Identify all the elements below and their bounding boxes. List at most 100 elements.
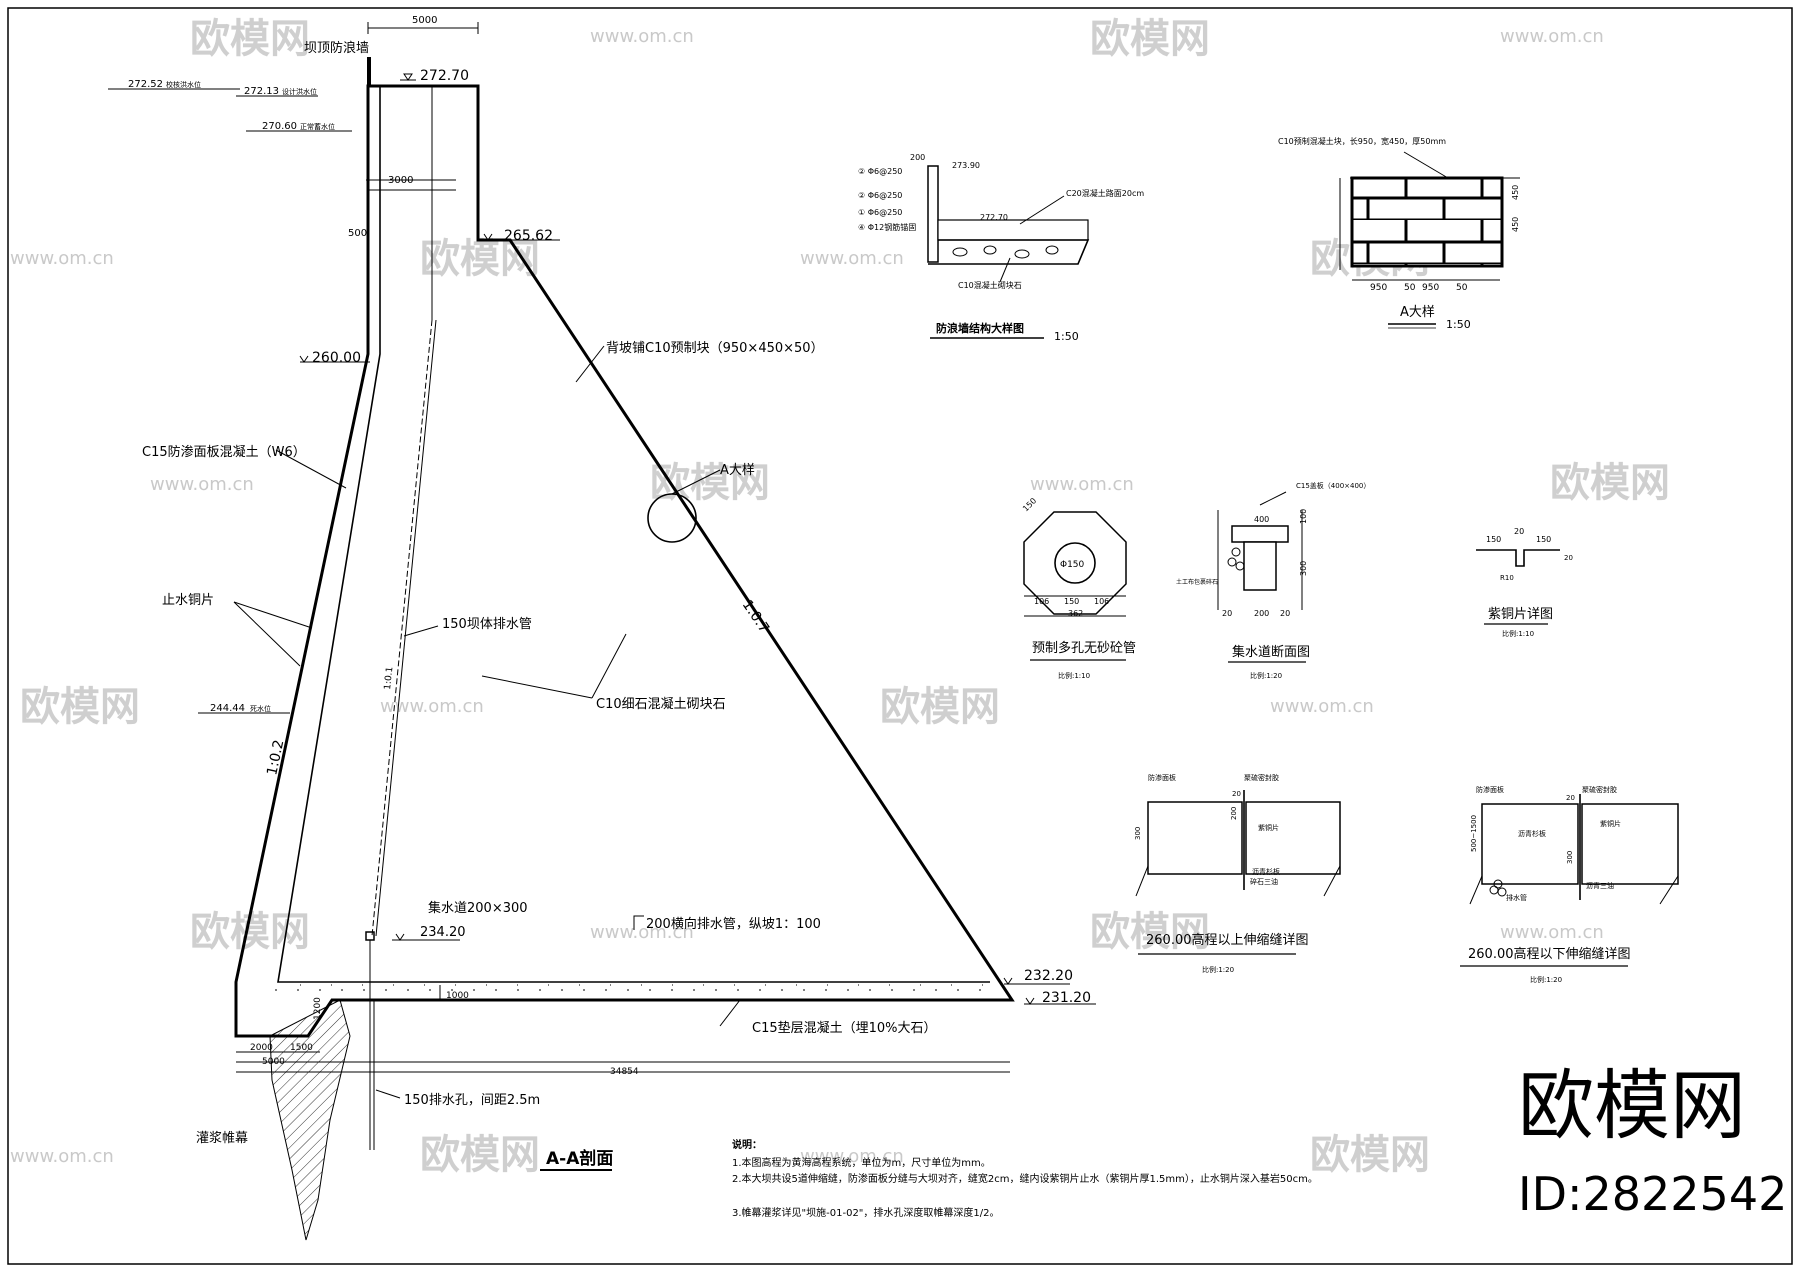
wl-value: 272.13 bbox=[244, 86, 279, 97]
da-side: 450 bbox=[1511, 217, 1520, 232]
ju-label: 聚硫密封胶 bbox=[1244, 773, 1279, 782]
dim-top-width: 5000 bbox=[412, 15, 437, 26]
watermark-url: www.om.cn bbox=[800, 1146, 904, 1167]
copper-label: 止水铜片 bbox=[162, 593, 214, 608]
slope-drain: 1:0.1 bbox=[383, 666, 395, 690]
watermark-text: 欧模网 bbox=[420, 236, 540, 282]
gal-side: 土工布包裹碎石 bbox=[1176, 578, 1218, 586]
note-line: 3.帷幕灌浆详见"坝施-01-02"，排水孔深度取帷幕深度1/2。 bbox=[732, 1206, 1000, 1219]
jl-label: 聚硫密封胶 bbox=[1582, 785, 1617, 794]
jl-label: 紫铜片 bbox=[1600, 819, 1621, 828]
watermark-url: www.om.cn bbox=[800, 248, 904, 269]
ww-c20: C20混凝土路面20cm bbox=[1066, 188, 1144, 198]
cu-dim: 20 bbox=[1564, 554, 1573, 562]
gallery-detail: C15盖板（400×400） 400 100 300 20 200 20 土工布… bbox=[1176, 481, 1370, 680]
watermark-url: www.om.cn bbox=[1500, 922, 1604, 943]
da-title: A大样 bbox=[1400, 305, 1435, 320]
watermark-layer: 欧模网 www.om.cn 欧模网 www.om.cn 欧模网 www.om.c… bbox=[10, 16, 1670, 1178]
gal-dim: 20 bbox=[1222, 609, 1232, 618]
pipe-dim: 106 bbox=[1094, 597, 1109, 606]
gal-top: C15盖板（400×400） bbox=[1296, 481, 1370, 490]
el-crest: 272.70 bbox=[420, 68, 469, 84]
slope-downstream: 1:0.7 bbox=[739, 597, 772, 636]
el-toe: 232.20 bbox=[1024, 968, 1073, 984]
watermark-url: www.om.cn bbox=[590, 26, 694, 47]
cu-scale: 比例:1:10 bbox=[1502, 629, 1534, 638]
joint-upper-detail: 防渗面板 聚硫密封胶 紫铜片 沥青杉板 碎石三油 20 300 200 260.… bbox=[1134, 773, 1341, 974]
watermark-url: www.om.cn bbox=[1270, 696, 1374, 717]
cu-dim: 150 bbox=[1486, 535, 1501, 544]
cu-dim: R10 bbox=[1500, 574, 1514, 582]
hdrain-label: 200横向排水管，纵坡1：100 bbox=[646, 916, 821, 932]
dim-34854: 34854 bbox=[610, 1067, 639, 1077]
wl-value: 272.52 bbox=[128, 79, 163, 90]
jl-title: 260.00高程以下伸缩缝详图 bbox=[1468, 946, 1631, 962]
ju-dim: 20 bbox=[1232, 790, 1241, 798]
ju-label: 碎石三油 bbox=[1250, 877, 1278, 886]
wl-label: 校核洪水位 bbox=[166, 80, 201, 89]
water-levels: 272.52 校核洪水位 272.13 设计洪水位 270.60 正常蓄水位 2… bbox=[108, 79, 352, 714]
ww-el-top: 273.90 bbox=[952, 161, 980, 170]
wl-label: 正常蓄水位 bbox=[300, 122, 335, 131]
pipe-dim: 150 bbox=[1021, 496, 1038, 513]
jl-dim: 20 bbox=[1566, 794, 1575, 802]
note-line: 2.本大坝共设5道伸缩缝，防渗面板分缝与大坝对齐，缝宽2cm，缝内设紫铜片止水（… bbox=[732, 1172, 1318, 1185]
pipe-detail: Φ150 106 150 106 362 150 预制多孔无砂砼管 比例:1:1… bbox=[1021, 496, 1136, 680]
detail-a-label: A大样 bbox=[720, 463, 755, 478]
slope-upstream: 1:0.2 bbox=[264, 738, 287, 776]
watermark-text: 欧模网 bbox=[420, 1132, 540, 1178]
body-label: C10细石混凝土砌块石 bbox=[596, 696, 726, 712]
dim-500: 500 bbox=[348, 228, 367, 239]
watermark-url: www.om.cn bbox=[1500, 26, 1604, 47]
wave-wall bbox=[367, 57, 371, 87]
brand-logo-text: 欧模网 bbox=[1518, 1061, 1746, 1150]
cushion-layer bbox=[275, 984, 1000, 991]
da-scale: 1:50 bbox=[1446, 318, 1471, 331]
ju-label: 沥青杉板 bbox=[1252, 867, 1280, 876]
cushion-label: C15垫层混凝土（埋10%大石） bbox=[752, 1020, 937, 1036]
watermark-url: www.om.cn bbox=[150, 474, 254, 495]
dim-2000: 2000 bbox=[250, 1043, 273, 1053]
watermark-url: www.om.cn bbox=[10, 248, 114, 269]
watermark-text: 欧模网 bbox=[1550, 460, 1670, 506]
body-drain-pipe bbox=[371, 319, 433, 937]
elevation-markers: 272.70 265.62 260.00 234.20 232.20 231.2… bbox=[299, 68, 1096, 1006]
da-dim: 950 bbox=[1370, 283, 1387, 293]
dim-5000: 5000 bbox=[262, 1057, 285, 1067]
jl-label: 排水管 bbox=[1506, 893, 1527, 902]
ww-dim: 200 bbox=[910, 153, 925, 162]
drain-pipe-label: 150坝体排水管 bbox=[442, 617, 532, 632]
da-side: 450 bbox=[1511, 185, 1520, 200]
ww-rebar: ② Φ6@250 bbox=[858, 191, 902, 200]
wave-wall-label: 坝顶防浪墙 bbox=[304, 40, 369, 56]
watermark-url: www.om.cn bbox=[10, 1146, 114, 1167]
detail-a: 950 50 950 50 450 450 C10预制混凝土块，长950，宽45… bbox=[1278, 136, 1520, 331]
face-slab-line bbox=[277, 86, 990, 983]
back-slope-label: 背坡铺C10预制块（950×450×50） bbox=[606, 341, 824, 356]
ju-scale: 比例:1:20 bbox=[1202, 965, 1234, 974]
cu-dim: 150 bbox=[1536, 535, 1551, 544]
copper-detail: 150 20 150 R10 20 紫铜片详图 比例:1:10 bbox=[1476, 527, 1573, 638]
watermark-text: 欧模网 bbox=[880, 684, 1000, 730]
gal-dim: 200 bbox=[1254, 609, 1269, 618]
ju-title: 260.00高程以上伸缩缝详图 bbox=[1146, 932, 1309, 948]
el-gallery: 234.20 bbox=[420, 925, 466, 940]
gal-dim: 20 bbox=[1280, 609, 1290, 618]
model-id: ID:2822542 bbox=[1518, 1167, 1787, 1221]
curtain-label: 灌浆帷幕 bbox=[196, 1131, 248, 1146]
gal-dim: 100 bbox=[1299, 509, 1308, 524]
watermark-text: 欧模网 bbox=[20, 684, 140, 730]
pipe-dim: 150 bbox=[1064, 597, 1079, 606]
gal-dim: 300 bbox=[1299, 561, 1308, 576]
da-dim: 950 bbox=[1422, 283, 1439, 293]
jl-dim: 300 bbox=[1566, 851, 1574, 864]
drawing-frame bbox=[7, 7, 1793, 1265]
wave-wall-detail: 200 273.90 272.70 ② Φ6@250 ② Φ6@250 ① Φ6… bbox=[858, 153, 1144, 343]
note-line: 1.本图高程为黄海高程系统，单位为m，尺寸单位为mm。 bbox=[732, 1156, 991, 1169]
da-dim: 50 bbox=[1456, 283, 1468, 293]
cu-dim: 20 bbox=[1514, 527, 1524, 536]
wl-value: 244.44 bbox=[210, 703, 245, 714]
joint-lower-detail: 防渗面板 聚硫密封胶 紫铜片 沥青杉板 沥青三油 排水管 20 500~1500… bbox=[1460, 785, 1679, 984]
ju-dim: 300 bbox=[1134, 827, 1142, 840]
